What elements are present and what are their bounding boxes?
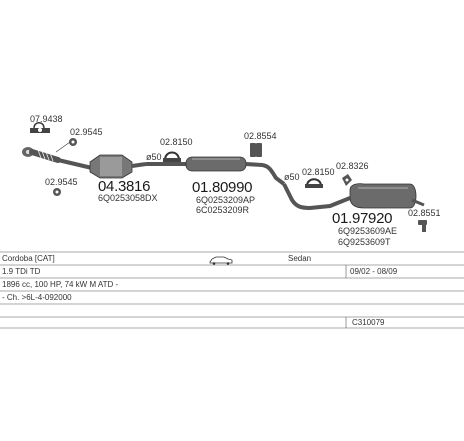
table-code: C310079 xyxy=(352,318,385,327)
part-number-rear-silencer: 01.97920 xyxy=(332,210,392,227)
hanger-icon-c xyxy=(250,143,262,157)
hanger-icon-d xyxy=(342,174,352,186)
front-pipe xyxy=(22,147,93,170)
part-number-hanger-e: 02.8551 xyxy=(408,208,441,218)
table-specs: 1896 cc, 100 HP, 74 kW M ATD - xyxy=(2,280,119,289)
catalyst-ref: 6Q0253058DX xyxy=(98,193,158,203)
part-number-gasket-b: 02.8150 xyxy=(302,167,335,177)
part-number-hanger-d: 02.8326 xyxy=(336,161,369,171)
hanger-icon-e xyxy=(418,220,427,232)
pipe-diameter-b: ø50 xyxy=(284,172,300,182)
part-number-hanger-a: 02.9545 xyxy=(70,127,103,137)
rear-silencer-ref-2: 6Q9253609T xyxy=(338,237,391,247)
sedan-car-icon xyxy=(209,256,233,265)
catalyst-icon xyxy=(89,154,147,179)
part-number-mid-silencer: 01.80990 xyxy=(192,179,252,196)
pipe-diameter-a: ø50 xyxy=(146,152,162,162)
part-number-hanger-c: 02.8554 xyxy=(244,131,277,141)
part-number-hanger-b: 02.9545 xyxy=(45,177,78,187)
rear-silencer-icon xyxy=(282,183,425,211)
mid-silencer-ref-1: 6Q0253209AP xyxy=(196,195,255,205)
spec-table xyxy=(0,251,464,329)
table-years: 09/02 - 08/09 xyxy=(350,267,398,276)
table-model: Cordoba [CAT] xyxy=(2,254,55,263)
part-number-clamp: 07.9438 xyxy=(30,114,63,124)
table-body-type: Sedan xyxy=(288,254,311,263)
mid-silencer-ref-2: 6C0253209R xyxy=(196,205,250,215)
hanger-icon-b xyxy=(53,188,61,196)
middle-silencer-icon xyxy=(146,156,286,186)
hanger-icon-a xyxy=(55,138,77,153)
table-engine: 1.9 TDi TD xyxy=(2,267,41,276)
part-number-gasket-a: 02.8150 xyxy=(160,137,193,147)
gasket-icon-a xyxy=(163,151,181,162)
clamp-icon xyxy=(30,122,50,133)
part-number-catalyst: 04.3816 xyxy=(98,178,150,195)
gasket-icon-b xyxy=(305,178,323,188)
table-chassis: - Ch. >6L-4-092000 xyxy=(2,293,72,302)
rear-silencer-ref-1: 6Q9253609AE xyxy=(338,226,397,236)
